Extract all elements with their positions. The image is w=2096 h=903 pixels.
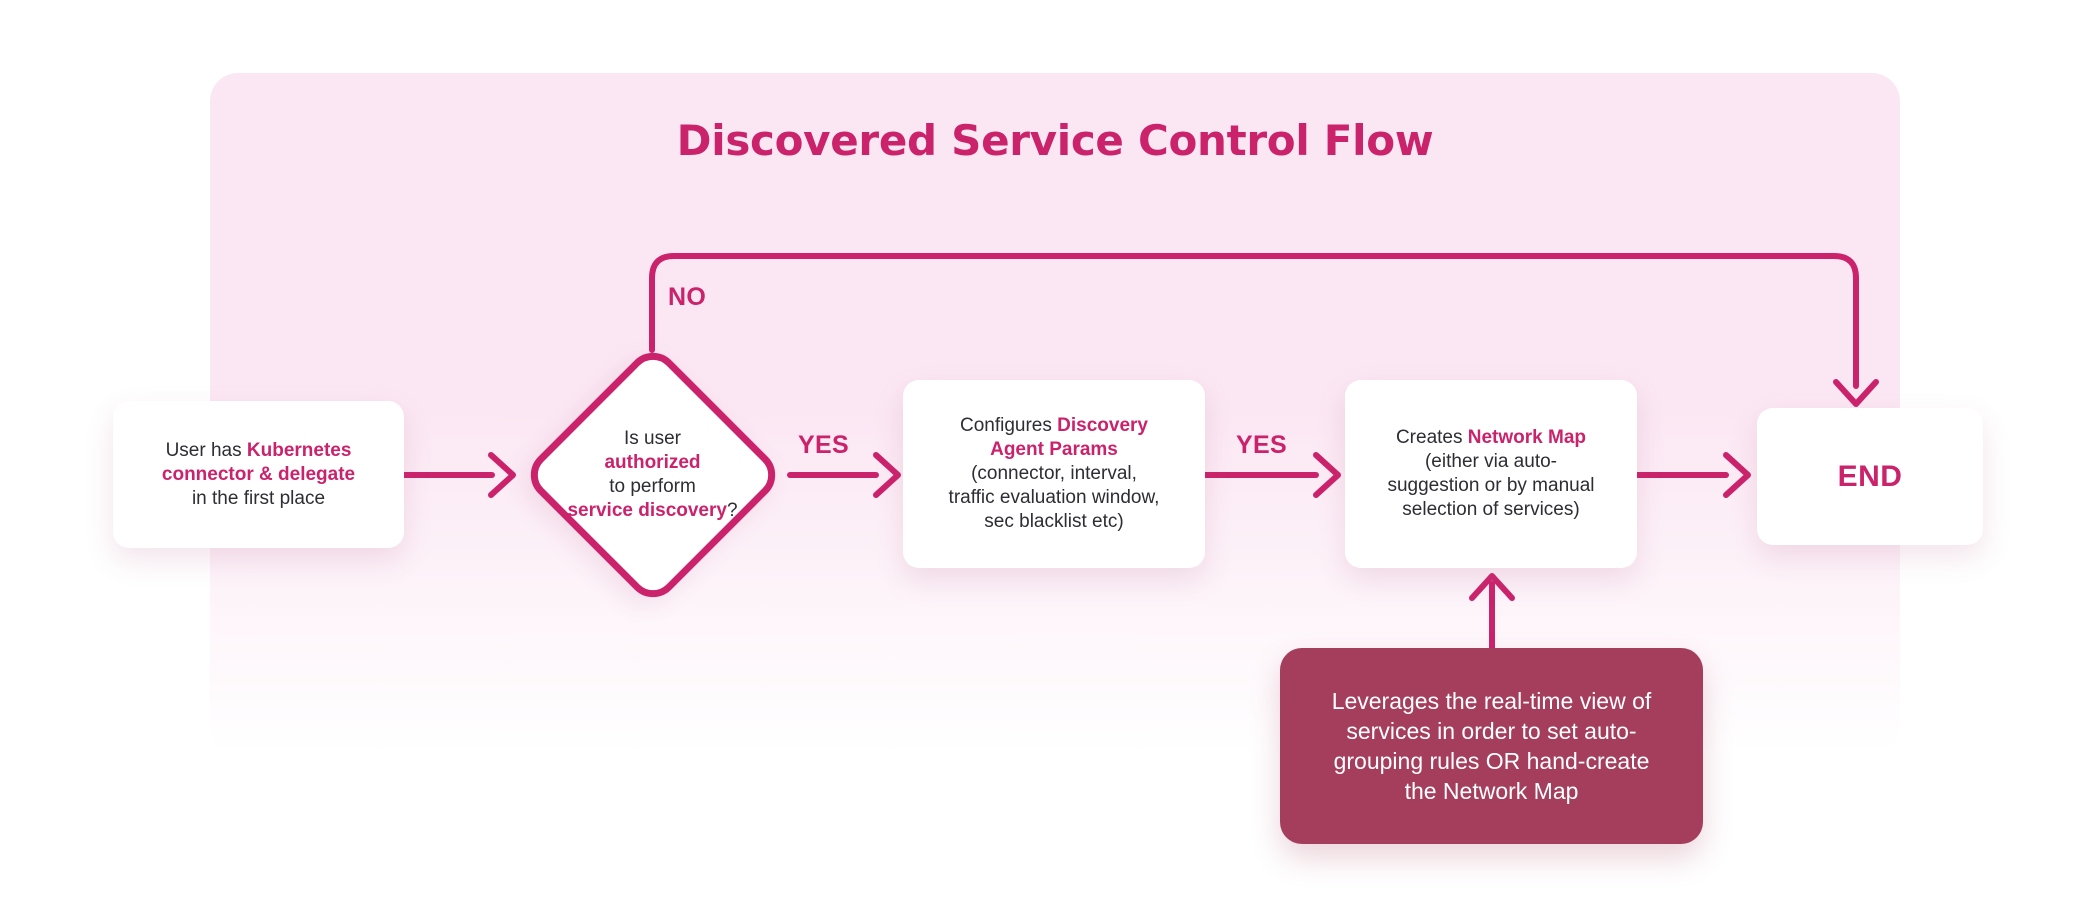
edge-decision-no-to-end xyxy=(649,253,1859,389)
arrowhead-decision-to-configure-icon xyxy=(873,452,901,498)
arrowhead-decision-no-to-end-icon xyxy=(1833,379,1879,407)
arrowhead-note-to-create-icon xyxy=(1469,573,1515,601)
yes-label-2: YES xyxy=(1236,431,1287,459)
create-network-map-node: Creates Network Map(either via auto-sugg… xyxy=(1345,380,1637,568)
no-label: NO xyxy=(668,283,707,311)
arrowhead-start-to-decision-icon xyxy=(488,452,516,498)
arrowhead-configure-to-create-icon xyxy=(1313,452,1341,498)
page-title: Discovered Service Control Flow xyxy=(676,116,1434,165)
end-node: END xyxy=(1757,408,1983,545)
arrowhead-create-to-end-icon xyxy=(1723,452,1751,498)
yes-label-1: YES xyxy=(798,431,849,459)
